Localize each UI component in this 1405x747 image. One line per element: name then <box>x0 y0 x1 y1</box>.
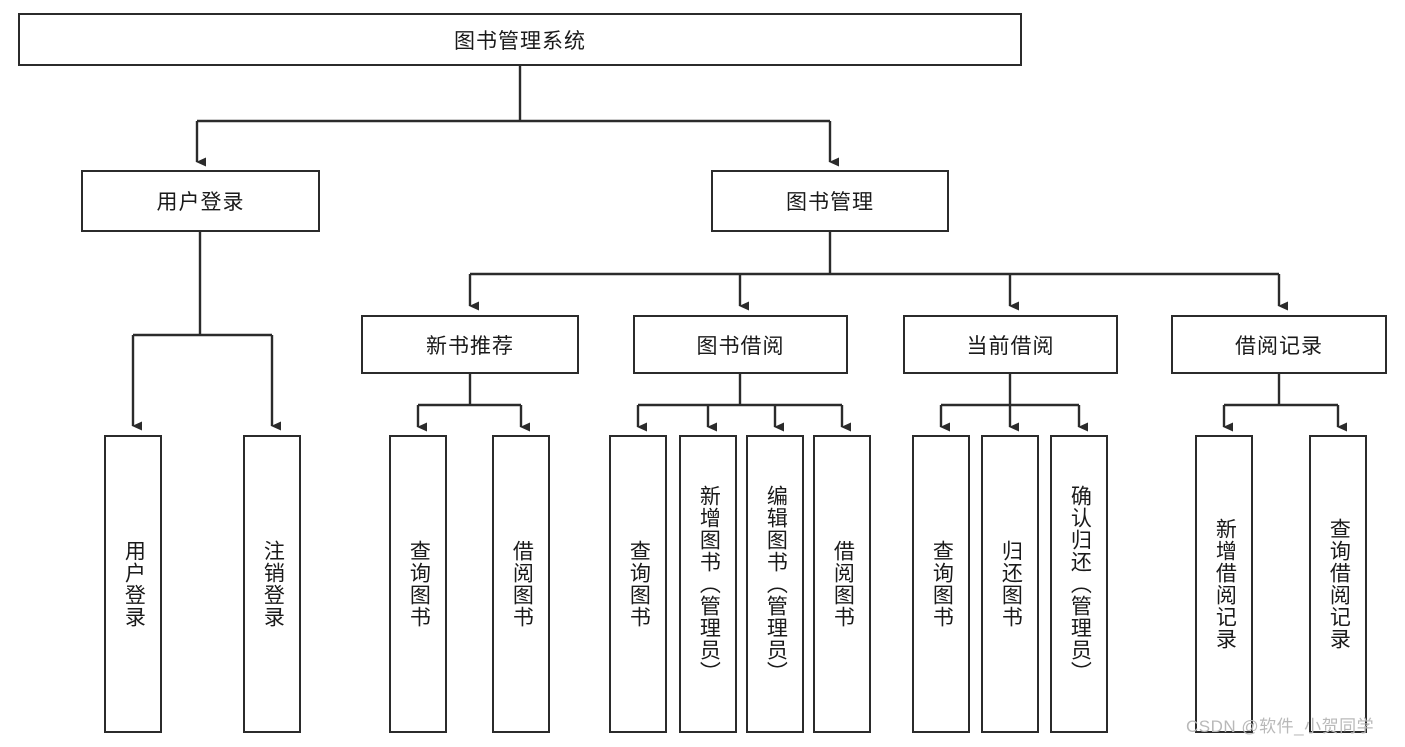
node-current-borrow[interactable]: 当前借阅 <box>903 315 1118 374</box>
node-label: 新增借阅记录 <box>1213 518 1237 650</box>
node-label: 当前借阅 <box>966 334 1055 358</box>
node-label: 确认归还（管理员） <box>1068 485 1092 683</box>
csdn-watermark: CSDN @软件_小贺同学 <box>1186 717 1375 736</box>
node-label: 查询借阅记录 <box>1327 518 1351 650</box>
leaf-record-add-borrow-record[interactable]: 新增借阅记录 <box>1195 435 1253 733</box>
node-label: 查询图书 <box>627 540 651 628</box>
leaf-borrow-borrow-books[interactable]: 借阅图书 <box>813 435 871 733</box>
node-user-login[interactable]: 用户登录 <box>81 170 320 232</box>
node-label: 查询图书 <box>930 540 954 628</box>
leaf-current-return-books[interactable]: 归还图书 <box>981 435 1039 733</box>
node-new-book-recommend[interactable]: 新书推荐 <box>361 315 579 374</box>
leaf-borrow-query-books[interactable]: 查询图书 <box>609 435 667 733</box>
leaf-borrow-edit-book-admin[interactable]: 编辑图书（管理员） <box>746 435 804 733</box>
node-label: 用户登录 <box>156 191 245 214</box>
node-book-management[interactable]: 图书管理 <box>711 170 949 232</box>
node-label: 归还图书 <box>999 540 1023 628</box>
node-label: 新增图书（管理员） <box>697 485 721 683</box>
node-label: 查询图书 <box>407 540 431 628</box>
node-label: 图书管理系统 <box>454 29 586 53</box>
node-label: 图书借阅 <box>696 334 785 358</box>
node-label: 用户登录 <box>122 540 146 628</box>
node-label: 注销登录 <box>261 540 285 628</box>
node-label: 新书推荐 <box>426 334 514 358</box>
node-label: 借阅图书 <box>510 540 534 628</box>
leaf-borrow-add-book-admin[interactable]: 新增图书（管理员） <box>679 435 737 733</box>
node-label: 图书管理 <box>786 191 874 214</box>
node-label: 借阅图书 <box>831 540 855 628</box>
node-book-borrow[interactable]: 图书借阅 <box>633 315 848 374</box>
leaf-record-query-borrow-record[interactable]: 查询借阅记录 <box>1309 435 1367 733</box>
leaf-current-query-books[interactable]: 查询图书 <box>912 435 970 733</box>
leaf-current-confirm-return-admin[interactable]: 确认归还（管理员） <box>1050 435 1108 733</box>
node-borrow-record[interactable]: 借阅记录 <box>1171 315 1387 374</box>
node-root-book-management-system[interactable]: 图书管理系统 <box>18 13 1022 66</box>
node-label: 编辑图书（管理员） <box>764 485 788 683</box>
leaf-logout[interactable]: 注销登录 <box>243 435 301 733</box>
node-label: 借阅记录 <box>1235 334 1323 358</box>
leaf-user-login[interactable]: 用户登录 <box>104 435 162 733</box>
leaf-new-book-borrow-books[interactable]: 借阅图书 <box>492 435 550 733</box>
leaf-new-book-query-books[interactable]: 查询图书 <box>389 435 447 733</box>
